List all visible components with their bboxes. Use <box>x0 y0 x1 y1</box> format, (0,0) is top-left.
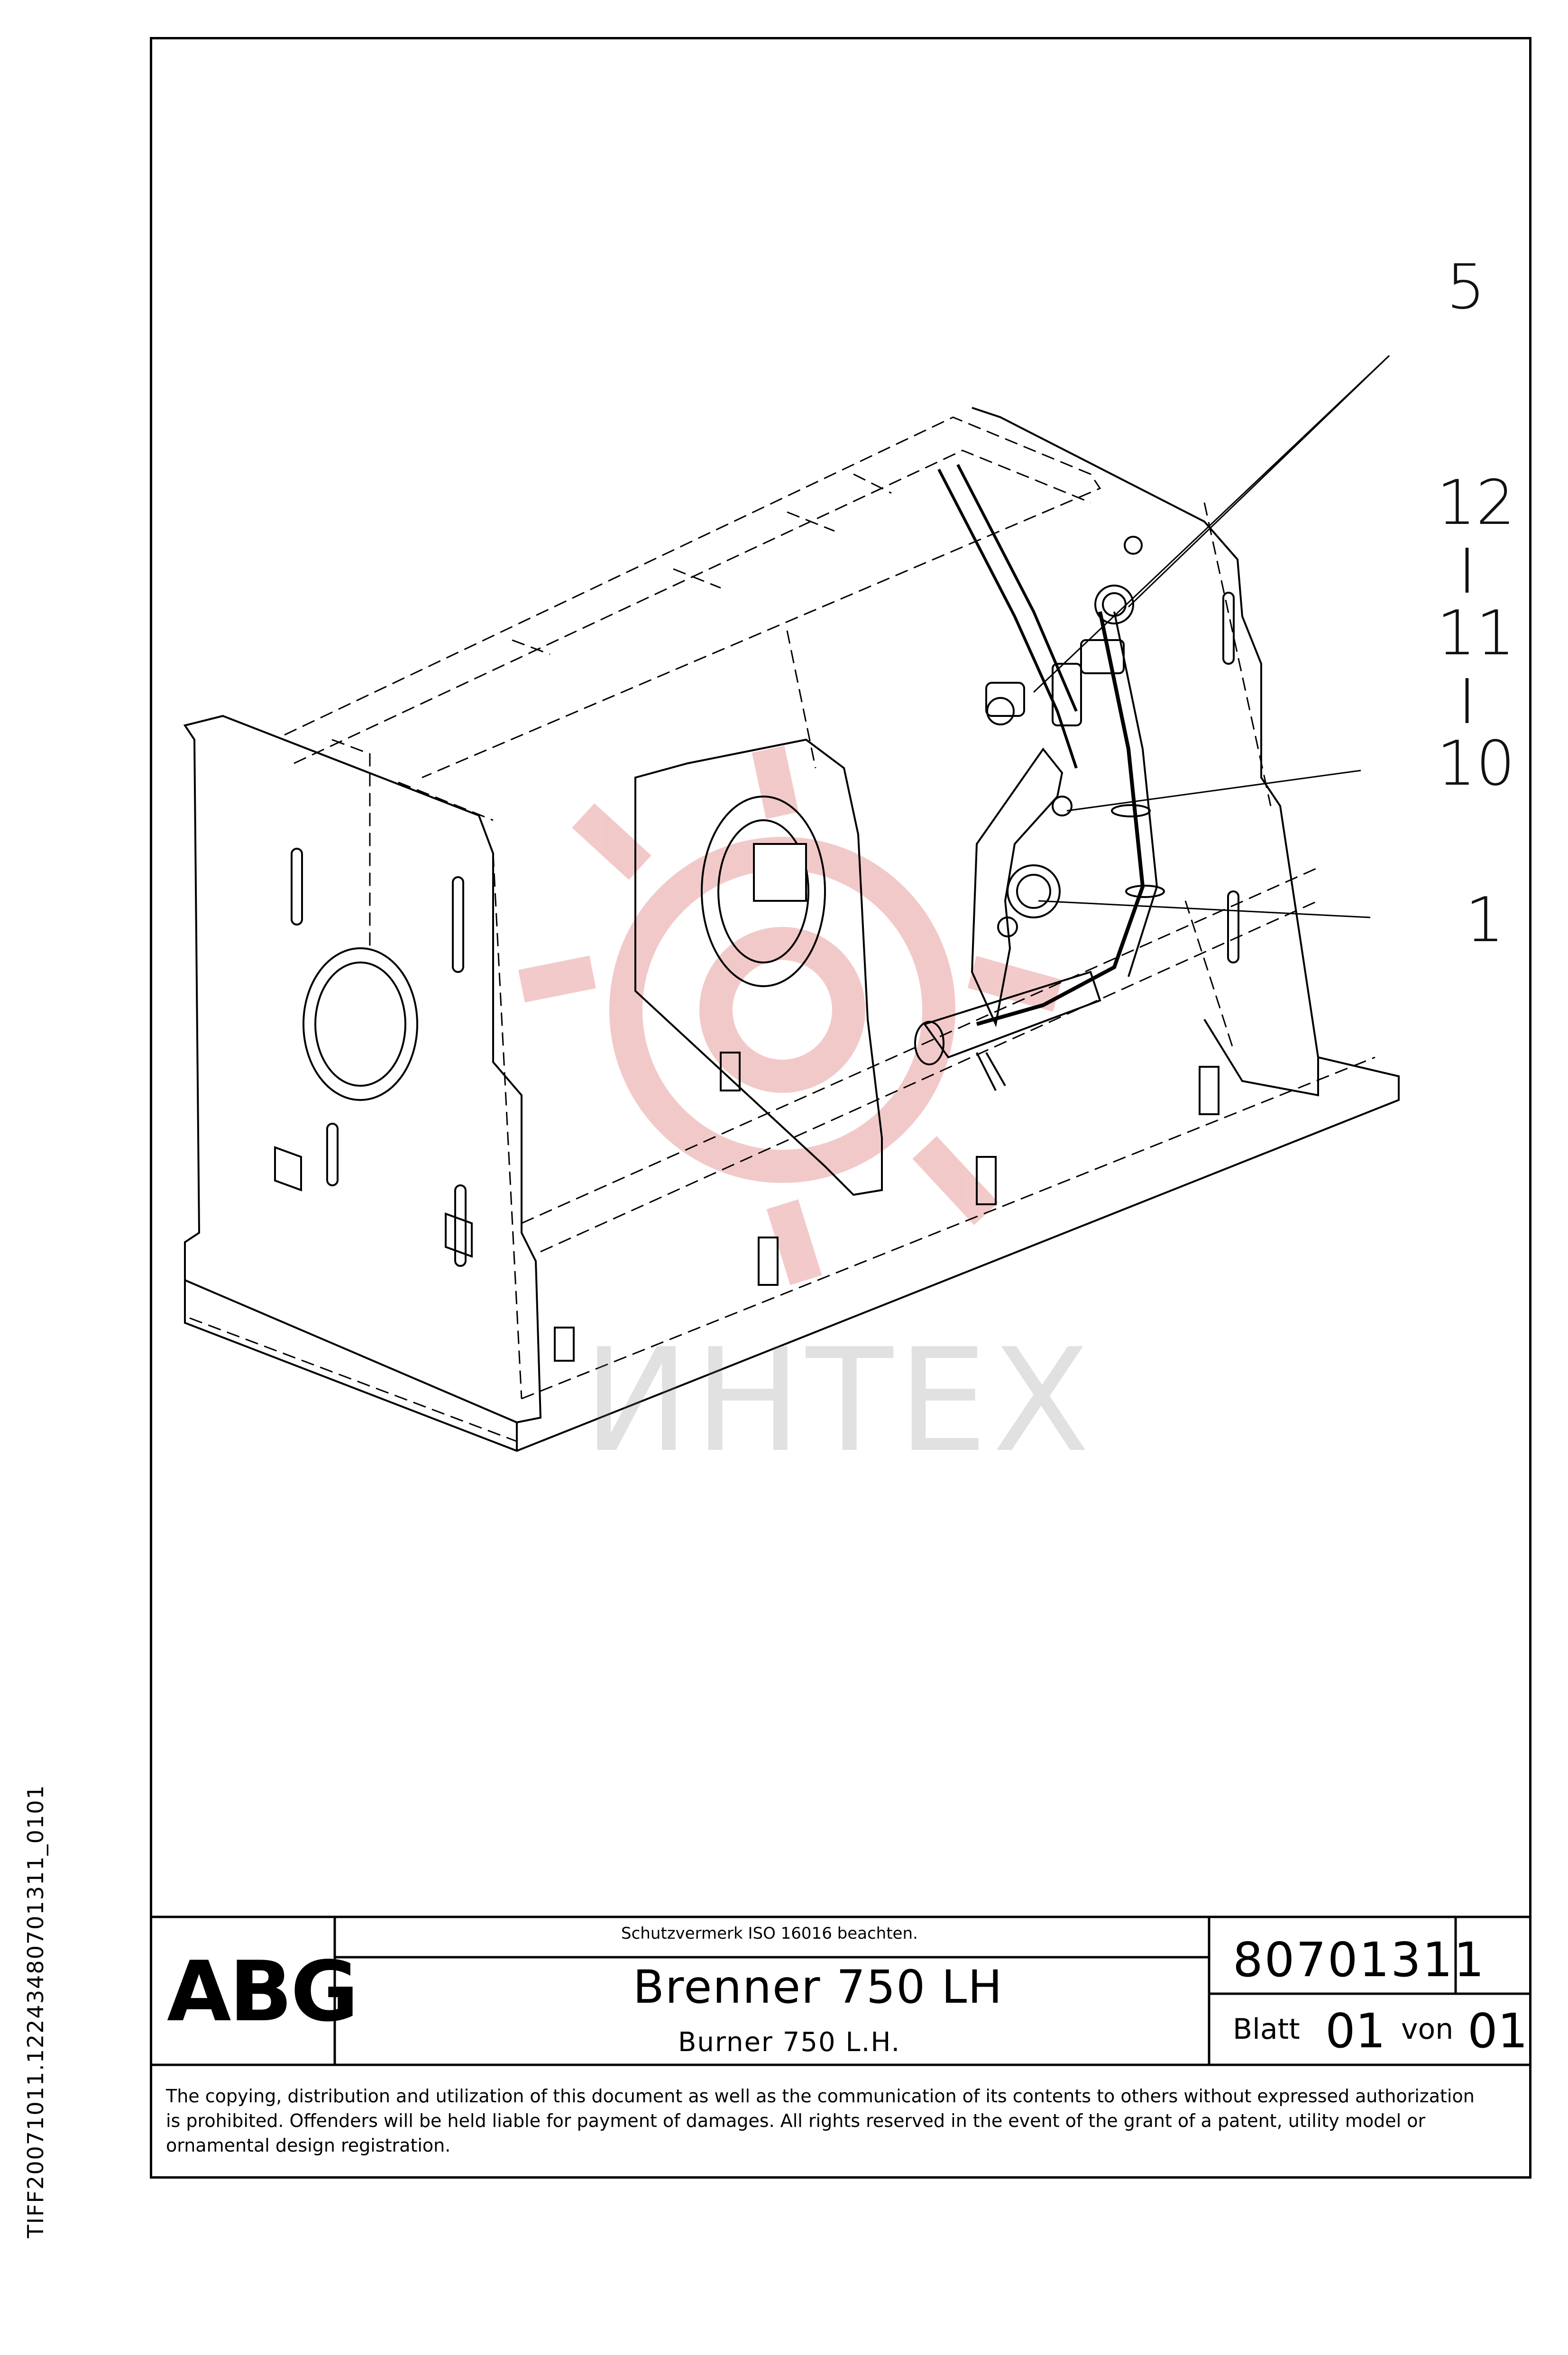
center-plate <box>634 738 883 1196</box>
leader-1 <box>1038 900 1371 918</box>
leader-5b <box>1033 355 1390 693</box>
gas-line <box>976 611 1145 1026</box>
technical-drawing <box>183 355 1400 1452</box>
of-label: von <box>1401 2013 1454 2046</box>
burner-mount-bracket <box>971 747 1064 1027</box>
document-number: 80701311 <box>1233 1932 1485 1988</box>
left-end-plate <box>183 715 542 1424</box>
drawing-frame <box>150 37 1531 2179</box>
callout-separator: I <box>1458 666 1476 738</box>
callout-12: 12 <box>1437 467 1515 539</box>
watermark-text: ИНТЕХ <box>583 1318 1095 1484</box>
right-end-plate <box>972 407 1319 1097</box>
drawing-title-english: Burner 750 L.H. <box>678 2027 901 2058</box>
callout-5: 5 <box>1446 251 1485 323</box>
legal-notice: The copying, distribution and utilizatio… <box>166 2086 1475 2156</box>
callout-11: 11 <box>1437 597 1515 669</box>
drawing-title-german: Brenner 750 LH <box>633 1961 1003 2014</box>
base-rail <box>184 1056 1400 1452</box>
side-identifier: TIFF20071011.12243480701311_0101 <box>23 1784 48 2238</box>
burner-supply-tube <box>937 468 1078 769</box>
bearing-left <box>303 947 418 1101</box>
title-block <box>150 1915 1531 2066</box>
callout-1: 1 <box>1465 884 1504 956</box>
leader-12-11-10 <box>1066 770 1361 812</box>
pressure-gauge <box>1094 585 1134 624</box>
abg-logo: ABG <box>167 1944 358 2040</box>
sheet-total: 01 <box>1467 2003 1528 2059</box>
sheet-label: Blatt <box>1233 2013 1300 2046</box>
protection-note: Schutzvermerk ISO 16016 beachten. <box>621 1924 918 1943</box>
callout-separator: I <box>1458 535 1476 607</box>
sheet-number: 01 <box>1325 2003 1386 2059</box>
burner-nozzle <box>923 971 1101 1059</box>
callout-10: 10 <box>1437 727 1515 799</box>
